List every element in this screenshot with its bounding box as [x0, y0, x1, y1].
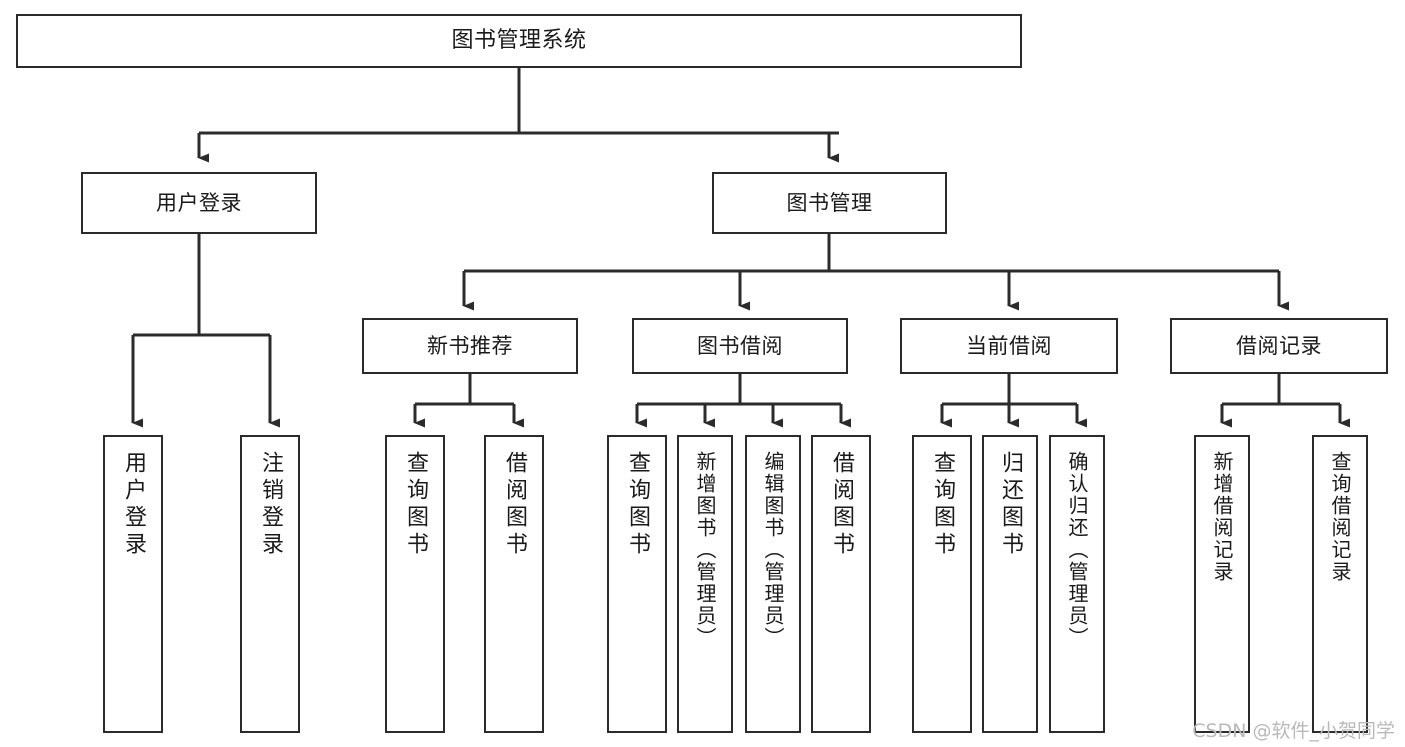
node-book-borrow[interactable]: 图书借阅: [632, 318, 848, 374]
node-label: 用户登录: [156, 190, 242, 215]
node-label: 注销登录: [258, 451, 283, 559]
node-leaf-confirm-return-admin[interactable]: 确认归还（管理员）: [1049, 435, 1105, 733]
node-leaf-borrow-book-borrow[interactable]: 借阅图书: [811, 435, 871, 733]
node-label: 用户登录: [121, 451, 146, 559]
node-label: 当前借阅: [966, 333, 1052, 358]
node-label: 查询图书: [625, 451, 650, 559]
node-label: 查询借阅记录: [1328, 451, 1352, 583]
node-root-book-management-system[interactable]: 图书管理系统: [16, 14, 1022, 68]
node-borrow-record[interactable]: 借阅记录: [1170, 318, 1388, 374]
node-leaf-logout-login[interactable]: 注销登录: [240, 435, 300, 733]
node-label: 借阅记录: [1236, 333, 1322, 358]
node-new-book-recommend[interactable]: 新书推荐: [362, 318, 578, 374]
node-label: 新增借阅记录: [1210, 451, 1234, 583]
node-label: 借阅图书: [829, 451, 854, 559]
node-label: 归还图书: [998, 451, 1023, 559]
node-book-manage[interactable]: 图书管理: [712, 172, 947, 234]
node-leaf-user-login[interactable]: 用户登录: [103, 435, 163, 733]
node-leaf-edit-book-admin[interactable]: 编辑图书（管理员）: [745, 435, 801, 733]
node-label: 编辑图书（管理员）: [761, 451, 785, 649]
node-label: 查询图书: [930, 451, 955, 559]
node-label: 图书管理: [786, 190, 873, 215]
node-leaf-query-borrow-record[interactable]: 查询借阅记录: [1312, 435, 1368, 733]
node-leaf-query-book-borrow[interactable]: 查询图书: [607, 435, 667, 733]
node-label: 借阅图书: [502, 451, 527, 559]
node-user-login[interactable]: 用户登录: [81, 172, 317, 234]
node-leaf-return-book[interactable]: 归还图书: [982, 435, 1038, 733]
node-current-borrow[interactable]: 当前借阅: [900, 318, 1118, 374]
node-label: 新增图书（管理员）: [693, 451, 717, 649]
node-label: 查询图书: [403, 451, 428, 559]
node-leaf-add-borrow-record[interactable]: 新增借阅记录: [1194, 435, 1250, 733]
node-leaf-query-book-recommend[interactable]: 查询图书: [385, 435, 445, 733]
node-label: 新书推荐: [427, 333, 513, 358]
node-label: 图书管理系统: [451, 28, 587, 54]
node-label: 图书借阅: [697, 333, 783, 358]
node-leaf-borrow-book-recommend[interactable]: 借阅图书: [484, 435, 544, 733]
node-leaf-query-book-current[interactable]: 查询图书: [912, 435, 972, 733]
node-label: 确认归还（管理员）: [1065, 451, 1089, 649]
node-leaf-add-book-admin[interactable]: 新增图书（管理员）: [677, 435, 733, 733]
